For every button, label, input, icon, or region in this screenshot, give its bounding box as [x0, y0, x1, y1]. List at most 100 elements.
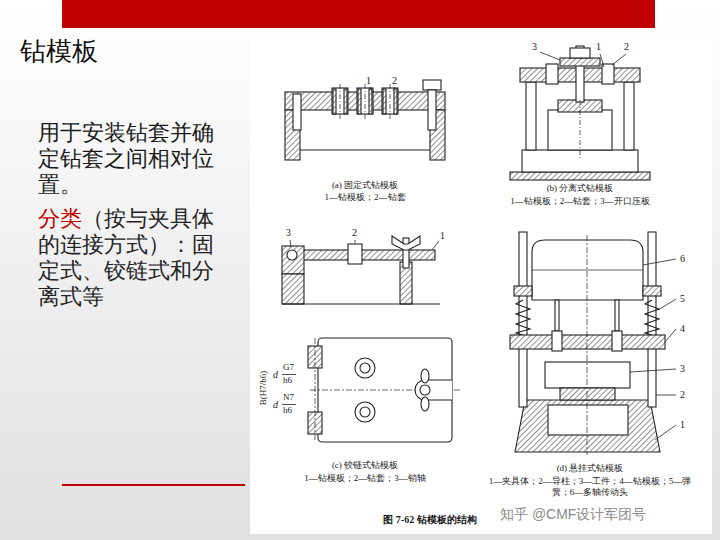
highlight-term: 分类: [38, 206, 82, 231]
fixed-drill-plate-part: [358, 89, 361, 114]
suspended-drill-plate-part: [545, 362, 630, 388]
hinged-drill-plate-part: [282, 404, 296, 405]
callout-number: 1: [366, 74, 371, 87]
suspended-drill-plate-part: [560, 388, 615, 400]
subfigure-title: (d) 悬挂式钻模板: [557, 463, 624, 474]
fit-tolerance: G7: [283, 362, 294, 373]
fixed-drill-plate-part: [340, 84, 341, 120]
callout-number: 5: [680, 292, 685, 305]
hinged-drill-plate-part: [360, 407, 370, 417]
callout-number: 3: [532, 40, 537, 53]
suspended-drill-plate-part: [510, 335, 665, 349]
suspended-drill-plate-part: [516, 300, 530, 335]
fixed-drill-plate-part: [390, 84, 391, 120]
hinged-drill-plate-part: [432, 241, 439, 250]
hinged-drill-plate-part: [421, 369, 429, 383]
hinged-drill-plate-part: [282, 303, 440, 304]
separable-drill-plate-part: [510, 172, 650, 180]
separable-drill-plate-part: [540, 52, 560, 60]
hinged-drill-plate-part: [300, 250, 435, 260]
callout-number: 4: [680, 322, 685, 335]
dimension-symbol: d: [273, 368, 278, 381]
hinged-drill-plate-part: [282, 374, 296, 375]
separable-drill-plate-part: [612, 54, 626, 65]
fixed-drill-plate-part: [369, 89, 372, 114]
hinged-drill-plate-part: [415, 380, 452, 400]
subfigure-title: (c) 铰链式钻模板: [332, 460, 398, 471]
parts-list: 1—钻模板；2—钻套；3—销轴: [304, 473, 426, 484]
body-paragraph: 分类（按与夹具体的连接方式）：固定式、铰链式和分离式等: [38, 206, 230, 310]
fit-dimension: B(H7/h6): [258, 371, 269, 406]
fixed-drill-plate-part: [428, 90, 436, 130]
watermark: 知乎 @CMF设计军团号: [500, 505, 646, 523]
callout-number: 2: [624, 40, 629, 53]
fixed-drill-plate-part: [394, 89, 397, 114]
fit-tolerance: h6: [283, 375, 292, 386]
suspended-drill-plate-part: [658, 299, 676, 310]
suspended-drill-plate-part: [630, 369, 676, 372]
hinged-drill-plate-part: [421, 397, 429, 411]
hinged-drill-plate-part: [392, 236, 420, 250]
callout-number: 6: [680, 252, 685, 265]
suspended-drill-plate-part: [665, 329, 676, 342]
hinged-drill-plate-part: [360, 363, 370, 373]
suspended-drill-plate-part: [643, 286, 661, 296]
header-bar: [62, 0, 655, 28]
suspended-drill-plate-part: [548, 405, 628, 435]
separable-drill-plate-part: [560, 58, 600, 66]
parts-list: 1—钻模板；2—钻套；3—开口压板: [510, 196, 650, 207]
suspended-drill-plate-part: [656, 395, 676, 396]
separable-drill-plate: [510, 46, 650, 180]
callout-number: 2: [392, 74, 397, 87]
hinged-drill-plate-part: [355, 402, 375, 422]
figure-caption: 图 7-62 钻模板的结构: [383, 513, 476, 527]
subfigure-title: (b) 分离式钻模板: [547, 183, 614, 194]
callout-number: 2: [352, 226, 357, 239]
callout-number: 1: [440, 229, 445, 242]
fixed-drill-plate-part: [344, 89, 347, 114]
fixed-drill-plate-part: [365, 84, 366, 120]
separable-drill-plate-part: [546, 64, 558, 84]
suspended-drill-plate-part: [532, 240, 643, 300]
hinged-drill-plate-part: [282, 274, 304, 304]
hinged-drill-plate-part: [282, 246, 304, 274]
hinged-drill-plate-part: [420, 385, 430, 395]
parts-list: 1—夹具体；2—导柱；3—工件；4—钻模板；5—弹簧；6—多轴传动头: [488, 476, 693, 498]
suspended-drill-plate-part: [655, 425, 676, 440]
fit-tolerance: N7: [283, 392, 294, 403]
hinged-drill-plate-part: [403, 238, 409, 268]
fixed-drill-plate-part: [300, 149, 430, 150]
callout-number: 1: [596, 40, 601, 53]
callout-number: 3: [680, 362, 685, 375]
suspended-drill-plate-part: [648, 232, 656, 407]
parts-list: 1—钻模板；2—钻套: [325, 192, 406, 203]
dimension-symbol: d: [273, 398, 278, 411]
hinged-drill-plate: [282, 236, 460, 442]
hinged-drill-plate-part: [287, 250, 297, 260]
separable-drill-plate-part: [624, 82, 634, 150]
fixed-drill-plate-part: [333, 89, 336, 114]
fixed-drill-plate: [285, 80, 445, 160]
fit-tolerance: h6: [283, 405, 292, 416]
suspended-drill-plate: [510, 232, 676, 455]
callout-number: 1: [680, 418, 685, 431]
hinged-drill-plate-part: [355, 240, 356, 243]
hinged-drill-plate-part: [355, 358, 375, 378]
suspended-drill-plate-part: [645, 300, 659, 335]
suspended-drill-plate-part: [643, 259, 676, 265]
suspended-drill-plate-part: [615, 300, 619, 331]
suspended-drill-plate-part: [587, 235, 588, 455]
suspended-drill-plate-part: [555, 300, 559, 331]
hinged-drill-plate-part: [348, 244, 362, 264]
fixed-drill-plate-part: [383, 89, 386, 114]
slide-title: 钻模板: [20, 34, 98, 69]
suspended-drill-plate-part: [552, 331, 562, 351]
fixed-drill-plate-part: [293, 94, 301, 130]
footer-rule: [62, 484, 245, 486]
separable-drill-plate-part: [580, 100, 581, 160]
fixed-drill-plate-part: [423, 80, 441, 90]
suspended-drill-plate-part: [514, 286, 532, 296]
